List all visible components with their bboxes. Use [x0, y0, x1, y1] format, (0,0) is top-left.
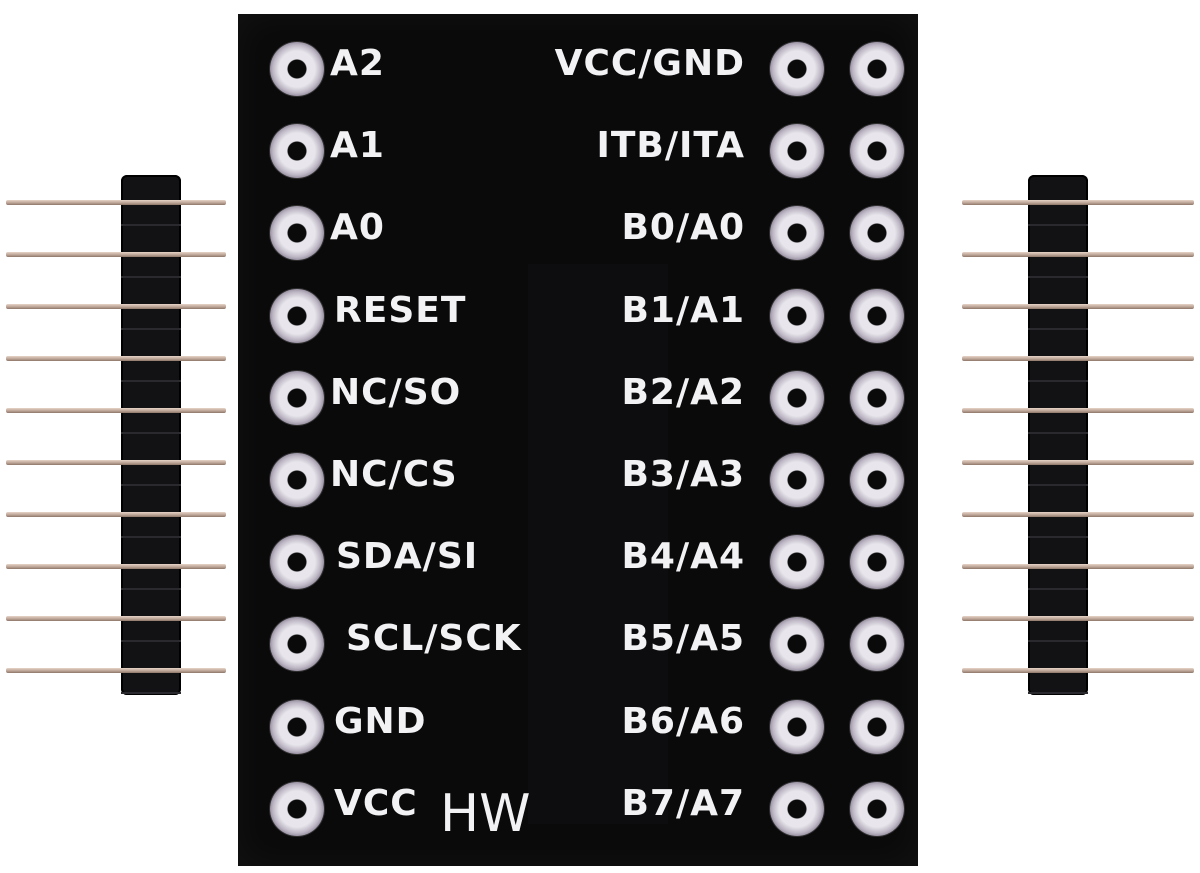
header-pin [6, 668, 226, 673]
header-segment [1028, 279, 1088, 330]
header-segment [121, 487, 181, 538]
header-pin [6, 200, 226, 205]
right-inner-pad [770, 206, 824, 261]
left-pin-label: GND [334, 700, 427, 742]
left-pin-label: NC/SO [330, 371, 462, 413]
header-pin [962, 356, 1194, 361]
left-pad [270, 288, 324, 343]
header-pin [6, 616, 226, 621]
header-pin [6, 252, 226, 257]
header-pin [6, 304, 226, 309]
left-pad [270, 42, 324, 96]
header-segment [1028, 539, 1088, 590]
header-pin [6, 564, 226, 569]
right-pin-label: B6/A6 [621, 700, 745, 742]
left-pin-label: SCL/SCK [346, 618, 522, 660]
header-segment [121, 227, 181, 278]
right-outer-pad [850, 124, 904, 179]
header-segment [121, 331, 181, 382]
left-pad [270, 453, 324, 507]
right-inner-pad [770, 617, 824, 672]
header-segment [121, 383, 181, 434]
header-pin [962, 616, 1194, 621]
header-segment [121, 175, 181, 226]
header-pin [962, 252, 1194, 257]
left-pin-label: VCC [334, 782, 418, 824]
header-segment [1028, 383, 1088, 434]
left-pin-label: NC/CS [330, 454, 458, 495]
left-pin-label: A0 [330, 207, 385, 249]
header-pin [962, 408, 1194, 413]
right-inner-pad [770, 453, 824, 507]
left-pad [270, 535, 324, 590]
right-pin-label: B5/A5 [621, 618, 745, 660]
left-pad [270, 206, 324, 261]
header-segment [1028, 175, 1088, 226]
right-pin-label: B3/A3 [621, 454, 745, 495]
header-segment [1028, 591, 1088, 642]
right-pin-label: B2/A2 [621, 371, 745, 413]
header-pin [6, 356, 226, 361]
header-pin [962, 564, 1194, 569]
header-pin [962, 512, 1194, 517]
left-pin-label: A2 [330, 43, 385, 84]
right-outer-pad [850, 781, 904, 836]
right-outer-pad [850, 370, 904, 425]
right-pin-label: B1/A1 [621, 289, 745, 331]
left-pad [270, 617, 324, 672]
header-segment [1028, 435, 1088, 486]
chip-outline [528, 264, 668, 824]
header-segment [1028, 487, 1088, 538]
right-pin-label: ITB/ITA [596, 125, 745, 167]
right-outer-pad [850, 42, 904, 96]
header-segment [121, 435, 181, 486]
right-inner-pad [770, 781, 824, 836]
right-inner-pad [770, 535, 824, 590]
left-pin-label: SDA/SI [336, 536, 479, 578]
left-pin-label: RESET [334, 289, 467, 331]
header-segment [1028, 331, 1088, 382]
left-pad [270, 124, 324, 179]
header-pin [962, 668, 1194, 673]
left-pad [270, 699, 324, 754]
right-inner-pad [770, 699, 824, 754]
header-pin [6, 512, 226, 517]
header-pin [962, 304, 1194, 309]
right-outer-pad [850, 206, 904, 261]
right-pin-label: B0/A0 [621, 207, 745, 249]
left-pad [270, 781, 324, 836]
header-segment [1028, 643, 1088, 694]
right-outer-pad [850, 699, 904, 754]
header-segment [121, 539, 181, 590]
right-pin-label: VCC/GND [554, 43, 745, 84]
right-inner-pad [770, 288, 824, 343]
header-pin [962, 200, 1194, 205]
header-pin [6, 408, 226, 413]
header-body [1028, 175, 1088, 695]
brand-mark: HW [440, 784, 531, 844]
right-outer-pad [850, 535, 904, 590]
right-pin-label: B7/A7 [621, 782, 745, 824]
right-outer-pad [850, 617, 904, 672]
header-pin [6, 460, 226, 465]
header-body [121, 175, 181, 695]
header-pin [962, 460, 1194, 465]
right-inner-pad [770, 42, 824, 96]
left-pin-label: A1 [330, 125, 385, 167]
header-segment [121, 591, 181, 642]
right-pin-label: B4/A4 [621, 536, 745, 578]
header-segment [1028, 227, 1088, 278]
right-outer-pad [850, 453, 904, 507]
header-segment [121, 643, 181, 694]
right-outer-pad [850, 288, 904, 343]
left-pad [270, 370, 324, 425]
right-inner-pad [770, 124, 824, 179]
header-segment [121, 279, 181, 330]
right-inner-pad [770, 370, 824, 425]
